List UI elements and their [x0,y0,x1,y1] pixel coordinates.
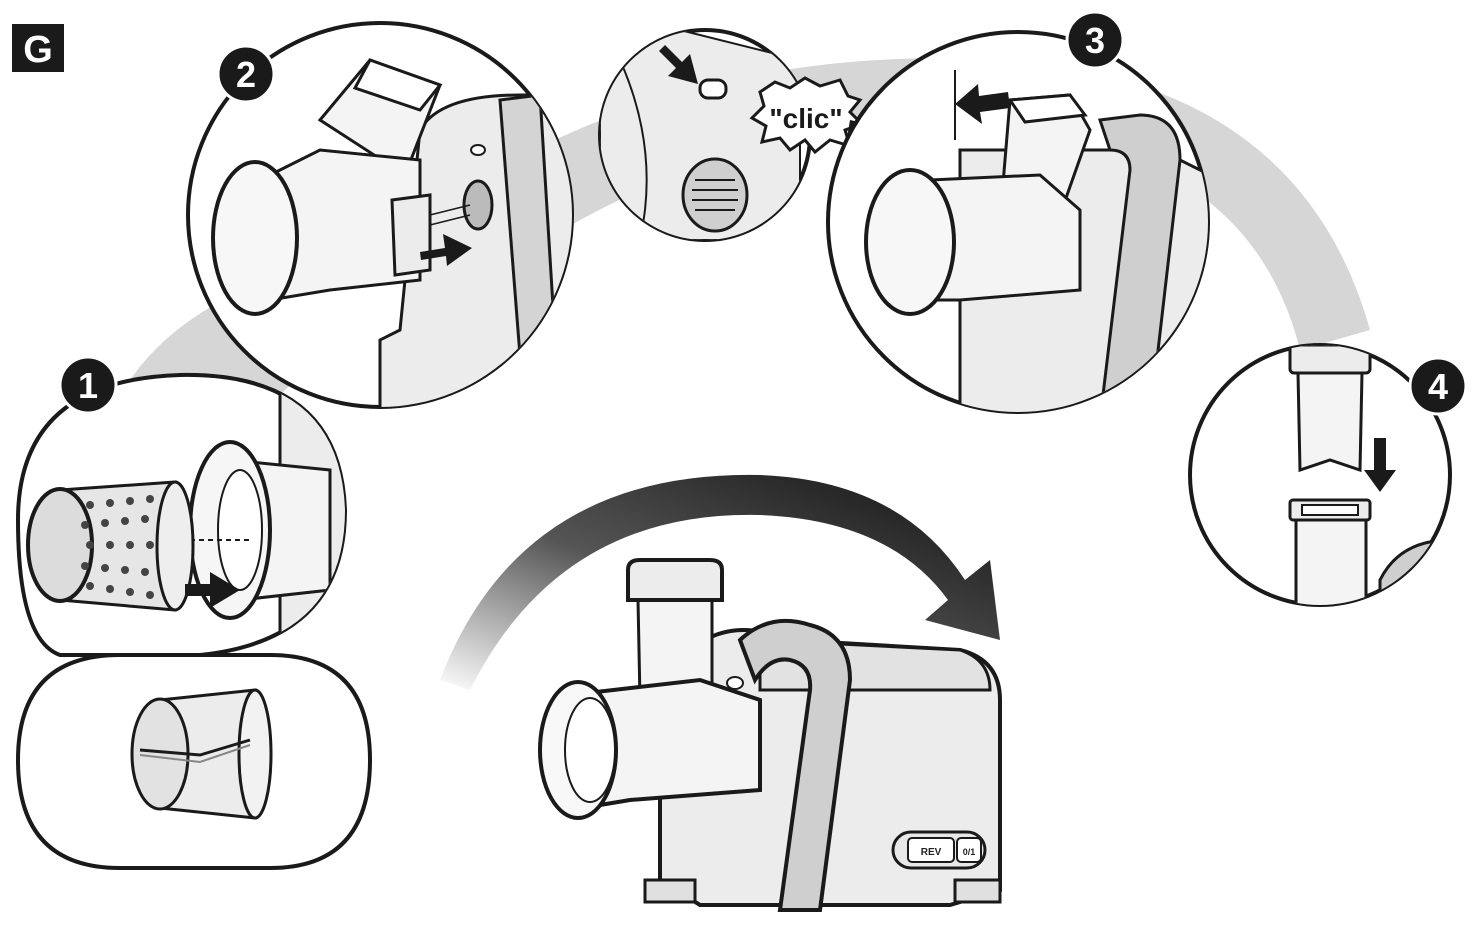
step-number-4: 4 [1408,356,1468,416]
curved-arrow-icon [440,474,1000,690]
svg-text:4: 4 [1428,366,1448,407]
svg-text:"clic": "clic" [769,103,842,134]
meat-grinder-illustration: REV 0/1 [538,558,1002,912]
arrow-right-icon [955,84,1010,124]
arrow-right-icon [420,234,472,266]
step-number-3: 3 [1065,10,1125,70]
arrow-right-icon [185,572,240,608]
svg-text:2: 2 [236,54,256,95]
step-3-panel [826,30,1210,414]
arrow-down-icon [1364,438,1396,492]
detail-click-panel [598,28,812,242]
svg-text:3: 3 [1085,20,1105,61]
power-switch-label: 0/1 [963,847,976,857]
reverse-switch-label: REV [921,847,942,858]
section-label: G [12,24,64,72]
arrow-right-icon [659,45,698,84]
blade-drum-panel [15,653,373,870]
step-number-2: 2 [216,44,276,104]
step-1-panel [15,372,348,657]
control-panel: REV 0/1 [891,830,987,870]
svg-text:1: 1 [78,365,98,406]
svg-text:G: G [23,29,53,71]
step-number-1: 1 [58,355,118,415]
